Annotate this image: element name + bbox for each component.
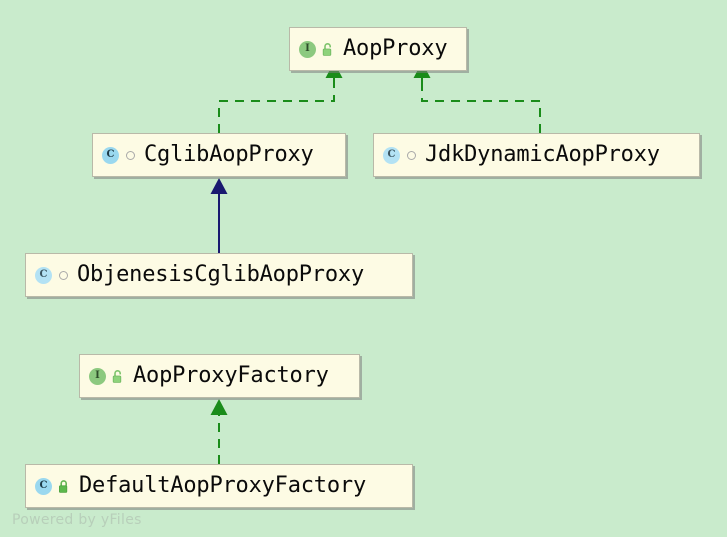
edge-jdkdynamicaopproxy-to-aopproxy	[413, 62, 541, 133]
uml-node-objenesiscglibaopproxy[interactable]: C ObjenesisCglibAopProxy	[25, 253, 413, 297]
node-label: AopProxy	[343, 36, 448, 61]
interface-badge: I	[89, 367, 106, 385]
unlock-icon	[321, 42, 334, 56]
unlock-icon	[111, 369, 124, 383]
node-icon-group: I	[299, 40, 334, 58]
abstract-circle-icon	[126, 150, 135, 160]
edge-defaultaopproxyfactory-to-aopproxyfactory	[210, 399, 228, 464]
node-icon-group: C	[383, 146, 416, 164]
class-badge: C	[383, 146, 400, 164]
uml-node-defaultaopproxyfactory[interactable]: C DefaultAopProxyFactory	[25, 464, 413, 508]
node-icon-group: C	[35, 477, 70, 495]
abstract-circle-icon	[59, 270, 68, 280]
yfiles-watermark: Powered by yFiles	[12, 512, 142, 528]
node-label: ObjenesisCglibAopProxy	[77, 262, 364, 287]
node-label: CglibAopProxy	[144, 142, 314, 167]
uml-node-jdkdynamicaopproxy[interactable]: C JdkDynamicAopProxy	[373, 133, 700, 177]
class-badge: C	[35, 477, 52, 495]
node-icon-group: C	[35, 266, 68, 284]
class-badge: C	[102, 146, 119, 164]
interface-badge: I	[299, 40, 316, 58]
class-badge: C	[35, 266, 52, 284]
node-icon-group: C	[102, 146, 135, 164]
edge-cglibaopproxy-to-aopproxy	[218, 62, 343, 133]
uml-node-cglibaopproxy[interactable]: C CglibAopProxy	[92, 133, 346, 177]
node-icon-group: I	[89, 367, 124, 385]
lock-icon	[57, 479, 70, 493]
uml-node-aopproxyfactory[interactable]: I AopProxyFactory	[79, 354, 360, 398]
edge-objenesiscglibaopproxy-to-cglibaopproxy	[210, 178, 228, 253]
node-label: JdkDynamicAopProxy	[425, 142, 660, 167]
node-label: DefaultAopProxyFactory	[79, 473, 366, 498]
uml-node-aopproxy[interactable]: I AopProxy	[289, 27, 467, 71]
abstract-circle-icon	[407, 150, 416, 160]
node-label: AopProxyFactory	[133, 363, 329, 388]
